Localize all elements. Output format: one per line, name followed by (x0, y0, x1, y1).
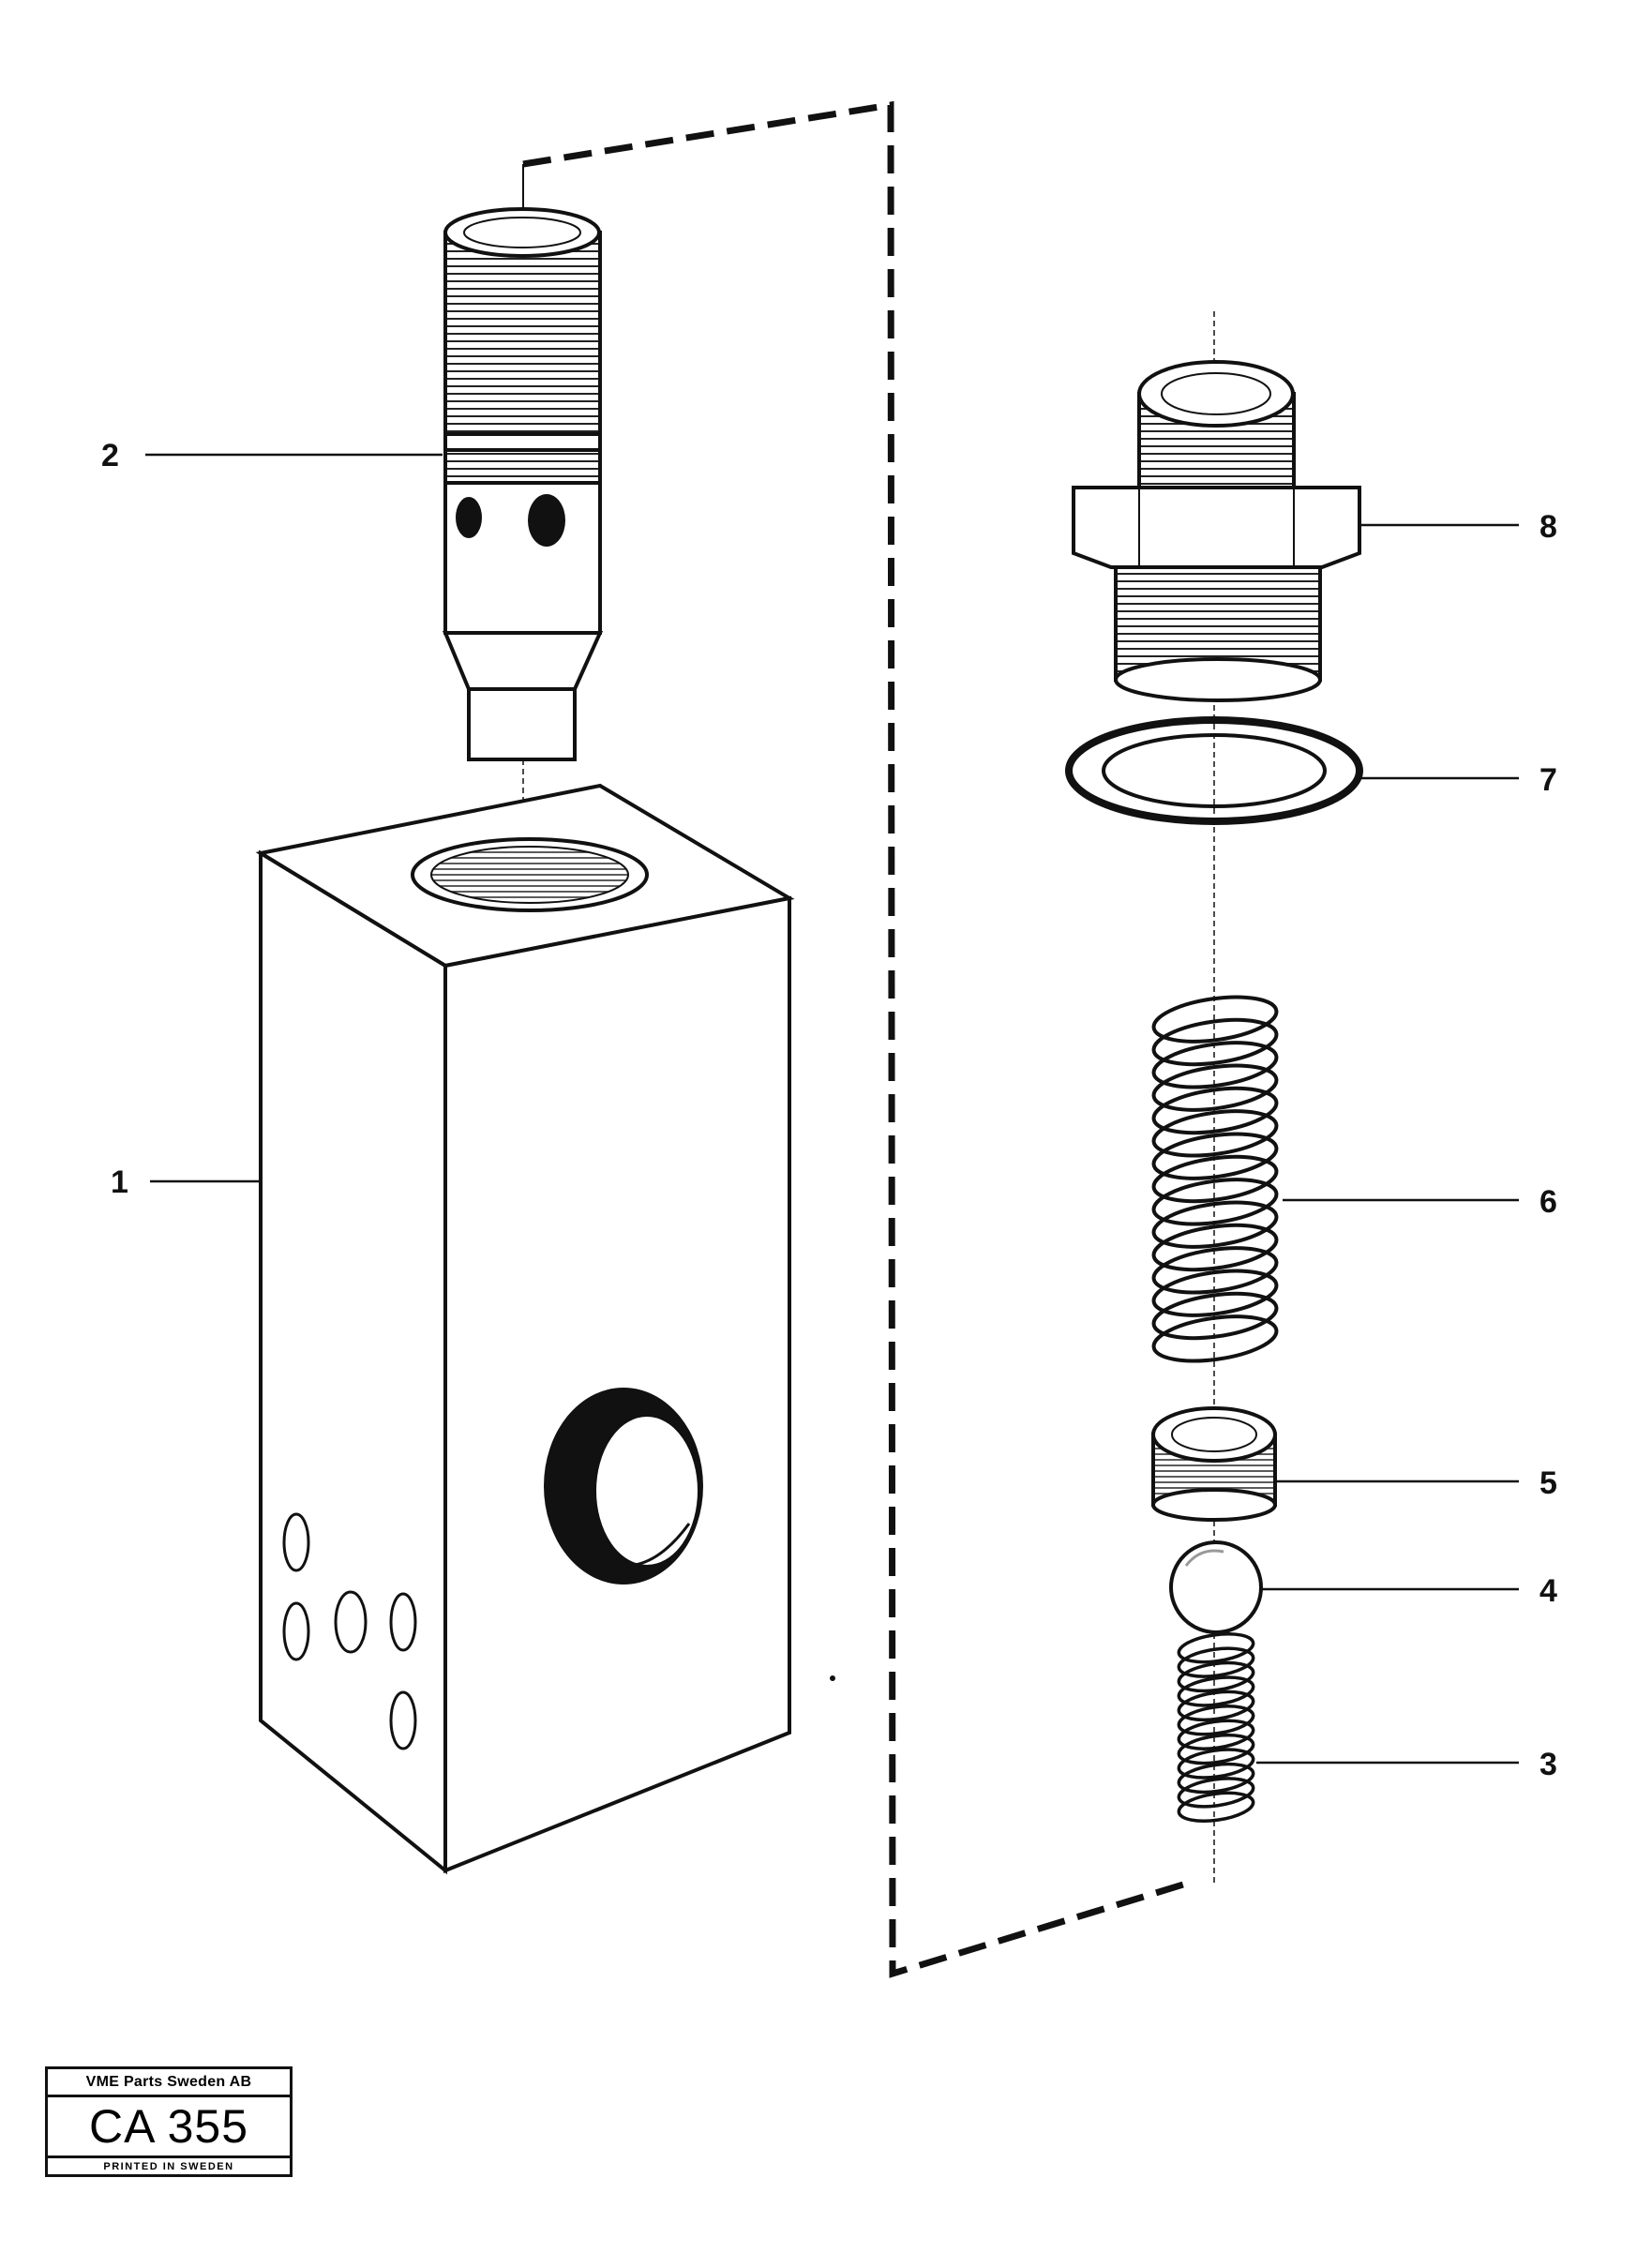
callout-1: 1 (111, 1164, 128, 1200)
callout-5: 5 (1539, 1465, 1557, 1501)
spring-coil (1151, 1154, 1279, 1204)
spring-coil (1151, 1178, 1279, 1226)
spring-coil (1177, 1660, 1255, 1693)
callout-4: 4 (1539, 1573, 1557, 1609)
parts-catalog-stamp: VME Parts Sweden AB CA 355 PRINTED IN SW… (45, 2066, 293, 2177)
spring-coil (1151, 1314, 1279, 1363)
spring-coil (1151, 995, 1279, 1044)
spring-coil (1151, 1063, 1279, 1112)
spring-coil (1177, 1719, 1255, 1750)
spring-coil (1177, 1777, 1255, 1809)
spring-coil (1151, 1200, 1279, 1249)
stamp-code: CA 355 (88, 2100, 248, 2153)
connector-part-8 (1072, 360, 1361, 702)
spring-part-3 (1177, 1632, 1255, 1823)
spring-coil (1151, 1269, 1279, 1317)
spring-coil (1151, 1041, 1279, 1089)
callout-6: 6 (1539, 1184, 1557, 1220)
stamp-company: VME Parts Sweden AB (48, 2069, 290, 2097)
ball-part-4 (1169, 1540, 1263, 1634)
spring-coil (1151, 1223, 1279, 1272)
spring-coil (1177, 1791, 1255, 1823)
valve-body-part-1 (255, 783, 795, 1875)
cartridge-part-2 (443, 207, 604, 761)
spring-coil (1151, 1291, 1279, 1341)
spring-coil (1177, 1733, 1255, 1765)
spring-coil (1177, 1632, 1255, 1664)
spring-coil (1177, 1675, 1255, 1707)
sealing-ring-part-7 (1065, 716, 1363, 825)
spring-coil (1177, 1762, 1255, 1795)
leader-lines (145, 453, 1519, 1765)
speck (830, 1675, 835, 1681)
spring-coil (1151, 1086, 1279, 1135)
callout-7: 7 (1539, 762, 1557, 798)
callout-2: 2 (101, 438, 119, 473)
callout-labels: 1 2 3 4 5 6 7 8 (101, 438, 1557, 1782)
spring-coil (1177, 1705, 1255, 1736)
spring-coil (1151, 1246, 1279, 1295)
spring-coil (1177, 1748, 1255, 1780)
spring-part-6 (1151, 995, 1279, 1363)
plug-part-5 (1151, 1406, 1277, 1522)
spring-coil (1151, 1017, 1279, 1067)
spring-coil (1177, 1646, 1255, 1678)
spring-coil (1151, 1132, 1279, 1180)
callout-3: 3 (1539, 1747, 1557, 1782)
spring-coil (1177, 1690, 1255, 1722)
spring-coil (1151, 1109, 1279, 1158)
stamp-printed: PRINTED IN SWEDEN (48, 2155, 290, 2174)
callout-8: 8 (1539, 509, 1557, 545)
